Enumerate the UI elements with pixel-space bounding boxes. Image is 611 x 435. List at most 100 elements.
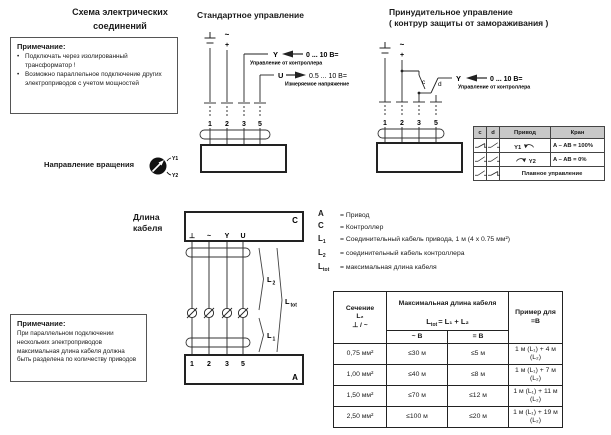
y-signal-label: Y [456, 74, 461, 83]
y-signal-value: 0 ... 10 В= [490, 76, 523, 83]
section-cell: 2,50 мм² [333, 406, 387, 428]
terminal-ac: ~ [207, 233, 211, 240]
example-cell: 1 м (L₁) + 11 м (L₂) [508, 385, 563, 407]
connector-strip [377, 128, 445, 139]
contact-d-label: d [438, 81, 442, 88]
length-braces [258, 247, 283, 353]
col-privod: Привод [499, 126, 551, 139]
y1-label: Y1 [514, 144, 522, 151]
table-row: 1,50 мм² ≤70 м ≤12 м 1 м (L₁) + 11 м (L₂… [333, 385, 563, 407]
legend-item: Ltot = максимальная длина кабеля [318, 262, 610, 274]
bullet-icon: • [17, 53, 20, 60]
actuator-box [376, 142, 463, 173]
table-row: 0,75 мм² ≤30 м ≤5 м 1 м (L₁) + 4 м (L₂) [333, 343, 563, 365]
example-header: Пример для =B [508, 291, 563, 344]
max-length-header: Максимальная длина кабеля [386, 291, 509, 316]
terminal-5: 5 [434, 120, 438, 127]
cable-length-diagram: C ⊥ ~ Y U 1 2 3 5 L 2 L 1 L tot A [184, 211, 304, 385]
legend-item: A = Привод [318, 209, 610, 219]
connector-strip [185, 247, 251, 258]
terminal-3: 3 [417, 120, 421, 127]
ac-length-cell: ≤70 м [386, 385, 448, 407]
switch-open-icon [473, 152, 487, 167]
legend-desc: = Привод [340, 211, 370, 219]
y1-direction-label: Y1 [172, 156, 178, 162]
bullet-icon: • [17, 71, 20, 79]
contact-c-label: c [422, 79, 426, 86]
ac-symbol: ~ [400, 40, 405, 49]
terminal-1: 1 [208, 121, 212, 128]
wires [379, 58, 452, 143]
terminal-ground: ⊥ [189, 232, 195, 240]
actuator-box [184, 354, 304, 385]
switch-open-icon [486, 152, 500, 167]
note-box-top: Примечание: • Подключать через изолирова… [10, 37, 178, 114]
col1-header: Сечение L₂ ⊥ / ~ [333, 291, 387, 344]
arrow-left-icon [466, 74, 487, 82]
l1-length-sub: 1 [273, 337, 276, 343]
l2-length-sub: 2 [273, 281, 276, 287]
ac-length-cell: ≤40 м [386, 364, 448, 386]
note-title: Примечание: [17, 42, 66, 51]
legend-item: L2 = соединительный кабель контроллера [318, 247, 610, 260]
legend-item: C = Контроллер [318, 222, 610, 231]
legend-symbol: C [318, 221, 324, 231]
terminal-1: 1 [383, 120, 387, 127]
note-bullet-text: Возможно параллельное подключение других… [25, 71, 162, 87]
table-row: 2,50 мм² ≤100 м ≤20 м 1 м (L₁) + 19 м (L… [333, 406, 563, 428]
rotation-direction-label: Направление вращения [44, 160, 135, 169]
example-cell: 1 м (L₁) + 19 м (L₂) [508, 406, 563, 428]
u-signal-value: 0.5 ... 10 В= [309, 73, 347, 80]
terminal-2: 2 [207, 361, 211, 368]
switch-open-icon [473, 166, 487, 181]
actuator-label: A [292, 373, 298, 382]
table-row: 1,00 мм² ≤40 м ≤8 м 1 м (L₁) + 7 м (L₂) [333, 364, 563, 386]
valve-state-cell: A – AB = 100% [550, 138, 605, 153]
forced-control-diagram: ~ + c d Y [376, 40, 530, 173]
legend-symbol: L2 [318, 247, 326, 259]
plus-symbol: + [400, 52, 404, 59]
junction-dot [417, 91, 421, 95]
note-box-bottom: Примечание: При параллельном подключении… [10, 314, 147, 382]
cable-length-title: Длина кабеля [133, 212, 163, 234]
y-signal-caption: Управление от контроллера [458, 85, 530, 91]
legend-desc: = соединительный кабель контроллера [340, 250, 465, 258]
l1-length-label: L [267, 331, 272, 340]
dc-length-cell: ≤12 м [447, 385, 509, 407]
plus-symbol: + [225, 42, 229, 49]
terminal-y: Y [225, 233, 230, 240]
dc-length-cell: ≤8 м [447, 364, 509, 386]
ltot-length-sub: tot [291, 303, 298, 309]
actuator-box [200, 144, 287, 173]
dc-voltage-subheader: = B [447, 330, 509, 344]
arrow-left-icon [282, 50, 303, 58]
ground-symbol-icon [379, 42, 391, 54]
col-d: d [486, 126, 500, 139]
note-text: При параллельном подключении нескольких … [17, 330, 137, 364]
dc-length-cell: ≤5 м [447, 343, 509, 365]
switch-open-icon [486, 138, 500, 153]
section-cell: 1,00 мм² [333, 364, 387, 386]
switch-closed-icon [486, 166, 500, 181]
wire-connector-icons [186, 307, 249, 319]
switch-closed-icon [473, 138, 487, 153]
connector-strip [199, 129, 271, 140]
legend-symbol: A [318, 209, 324, 218]
note-title: Примечание: [17, 319, 66, 328]
page-title: Схема электрических соединений [72, 7, 168, 31]
ac-symbol: ~ [225, 30, 230, 39]
connector-strip [185, 337, 251, 348]
forced-control-heading: Принудительное управление ( контрур защи… [389, 7, 548, 29]
l2-length-label: L [267, 275, 272, 284]
wires [191, 241, 244, 355]
legend-symbol: L1 [318, 233, 326, 245]
y2-label: Y2 [528, 158, 536, 165]
col-kran: Кран [550, 126, 605, 139]
legend-desc: = Соединительный кабель привода, 1 м (4 … [340, 236, 510, 244]
table-row: Y2 A – AB = 0% [473, 152, 605, 167]
terminal-3: 3 [225, 361, 229, 368]
formula-cell: Ltot= L₁ + L₂ [386, 316, 509, 331]
switch-table-header: c d Привод Кран [473, 126, 605, 139]
legend-item: L1 = Соединительный кабель привода, 1 м … [318, 233, 610, 246]
